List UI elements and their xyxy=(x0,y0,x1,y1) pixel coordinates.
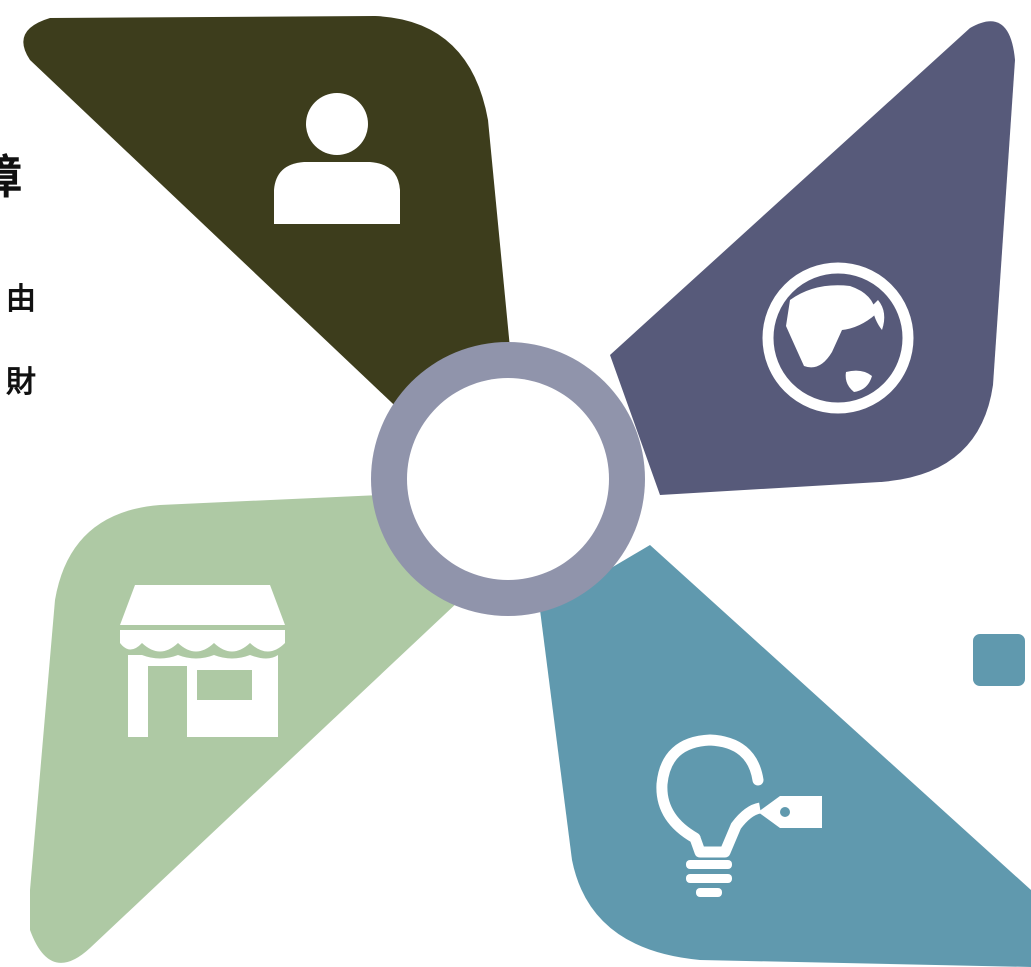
lightbulb-tag-icon xyxy=(656,734,822,897)
title-fragment: 障 xyxy=(0,154,24,200)
blade-idea xyxy=(540,545,1031,967)
legend-swatch xyxy=(973,634,1025,686)
blade-globe xyxy=(610,21,1015,495)
body-text-fragment-1: 由 xyxy=(6,282,36,317)
blade-person xyxy=(23,16,515,420)
body-text-fragment-2: 財 xyxy=(6,365,36,400)
center-circle xyxy=(407,378,609,580)
person-icon xyxy=(274,93,400,224)
globe-icon xyxy=(762,262,914,414)
storefront-icon xyxy=(120,585,285,737)
